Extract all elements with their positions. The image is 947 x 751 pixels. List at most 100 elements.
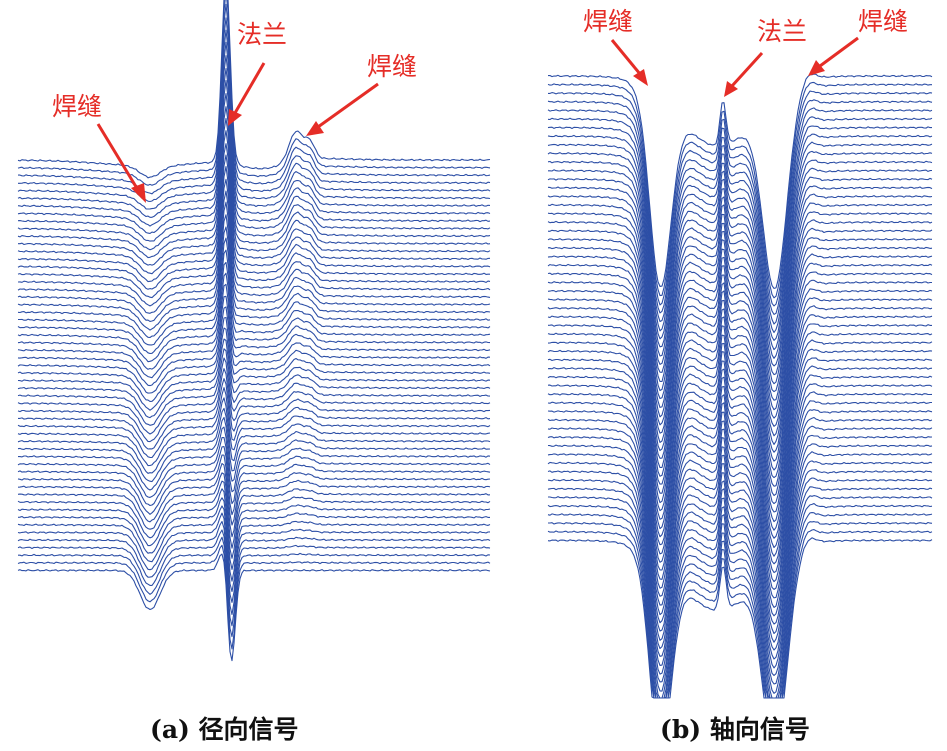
radial-trace-17 xyxy=(17,178,491,307)
axial-trace-36 xyxy=(547,374,933,590)
radial-trace-23 xyxy=(17,249,491,355)
axial-trace-46 xyxy=(547,460,933,677)
radial-trace-46 xyxy=(17,480,491,559)
callout-b-weld-left: 焊缝 xyxy=(583,7,648,86)
axial-trace-43 xyxy=(547,434,933,651)
axial-trace-30 xyxy=(547,323,932,539)
axial-trace-42 xyxy=(547,425,933,643)
radial-trace-42 xyxy=(17,445,491,516)
radial-trace-44 xyxy=(17,462,491,538)
radial-trace-36 xyxy=(17,387,491,459)
radial-trace-15 xyxy=(17,154,491,290)
axial-trace-47 xyxy=(547,469,933,685)
axial-trace-38 xyxy=(547,391,933,608)
radial-trace-40 xyxy=(18,426,491,493)
axial-trace-52 xyxy=(547,512,933,699)
radial-trace-34 xyxy=(17,368,491,443)
radial-trace-30 xyxy=(17,327,491,411)
axial-trace-25 xyxy=(547,279,932,497)
radial-trace-7 xyxy=(17,55,491,227)
axial-trace-53 xyxy=(548,521,933,699)
radial-trace-38 xyxy=(17,407,491,474)
radial-trace-52 xyxy=(17,529,491,627)
radial-trace-54 xyxy=(17,544,491,650)
callout-a-weld-left-label: 焊缝 xyxy=(52,92,102,121)
axial-trace-49 xyxy=(547,486,933,699)
axial-trace-34 xyxy=(547,357,933,574)
axial-trace-2 xyxy=(547,81,932,299)
callout-b-flange-label: 法兰 xyxy=(757,17,807,46)
axial-trace-37 xyxy=(547,383,933,599)
axial-trace-27 xyxy=(547,297,933,513)
radial-trace-39 xyxy=(17,416,491,483)
axial-trace-32 xyxy=(547,339,933,557)
radial-trace-26 xyxy=(17,283,491,379)
axial-trace-7 xyxy=(547,125,932,341)
axial-trace-22 xyxy=(547,253,933,471)
axial-trace-23 xyxy=(547,262,933,479)
axial-trace-50 xyxy=(548,495,933,699)
axial-trace-9 xyxy=(547,141,933,359)
radial-trace-4 xyxy=(18,17,491,203)
radial-trace-31 xyxy=(17,338,491,419)
radial-trace-11 xyxy=(17,106,491,259)
radial-trace-10 xyxy=(17,93,491,251)
radial-trace-37 xyxy=(17,397,491,467)
axial-trace-10 xyxy=(547,150,933,367)
radial-trace-18 xyxy=(17,190,491,314)
axial-trace-29 xyxy=(547,314,933,531)
axial-trace-16 xyxy=(547,202,933,419)
axial-trace-33 xyxy=(547,348,933,565)
caption-axial-signal: (b) 轴向信号 xyxy=(660,715,810,744)
axial-trace-17 xyxy=(547,211,933,427)
radial-trace-12 xyxy=(18,117,491,266)
axial-trace-21 xyxy=(547,245,933,462)
axial-trace-8 xyxy=(547,133,933,351)
callout-b-flange: 法兰 xyxy=(724,17,807,97)
panel-a-radial-signal xyxy=(17,0,491,662)
axial-trace-14 xyxy=(547,185,933,401)
axial-trace-5 xyxy=(547,107,933,325)
radial-trace-19 xyxy=(17,201,491,322)
radial-trace-13 xyxy=(17,130,491,275)
radial-trace-41 xyxy=(17,436,491,505)
callout-a-weld-right-label: 焊缝 xyxy=(367,52,417,81)
axial-trace-18 xyxy=(547,219,933,437)
radial-trace-24 xyxy=(17,261,491,363)
radial-trace-32 xyxy=(17,348,491,426)
axial-trace-26 xyxy=(547,288,933,505)
callout-b-weld-right: 焊缝 xyxy=(808,7,908,76)
radial-trace-50 xyxy=(17,512,491,603)
radial-trace-1 xyxy=(17,0,491,179)
radial-trace-28 xyxy=(17,306,491,394)
callout-a-weld-right: 焊缝 xyxy=(306,52,417,136)
radial-trace-51 xyxy=(17,520,491,616)
radial-trace-3 xyxy=(18,3,491,195)
radial-trace-14 xyxy=(17,143,491,283)
radial-trace-9 xyxy=(17,79,491,242)
radial-trace-21 xyxy=(17,226,491,339)
axial-trace-45 xyxy=(547,451,933,669)
axial-trace-20 xyxy=(547,237,933,453)
callout-a-weld-left: 焊缝 xyxy=(52,92,146,203)
radial-trace-29 xyxy=(17,316,491,402)
axial-trace-12 xyxy=(548,167,933,385)
axial-trace-54 xyxy=(547,529,933,699)
axial-trace-39 xyxy=(547,400,932,617)
radial-trace-33 xyxy=(17,357,491,435)
panel-b-axial-signal xyxy=(547,73,933,699)
callout-b-weld-left-label: 焊缝 xyxy=(583,7,633,36)
axial-trace-44 xyxy=(547,443,933,660)
radial-trace-53 xyxy=(18,536,491,638)
axial-trace-24 xyxy=(547,271,933,487)
radial-trace-49 xyxy=(17,505,491,593)
axial-trace-51 xyxy=(547,502,933,699)
radial-trace-47 xyxy=(17,488,491,570)
axial-trace-6 xyxy=(547,116,933,334)
radial-trace-27 xyxy=(17,295,491,387)
axial-trace-41 xyxy=(547,416,933,635)
radial-trace-22 xyxy=(18,237,491,346)
axial-trace-40 xyxy=(547,409,933,625)
radial-trace-48 xyxy=(17,497,490,582)
caption-radial-signal: (a) 径向信号 xyxy=(150,715,299,744)
